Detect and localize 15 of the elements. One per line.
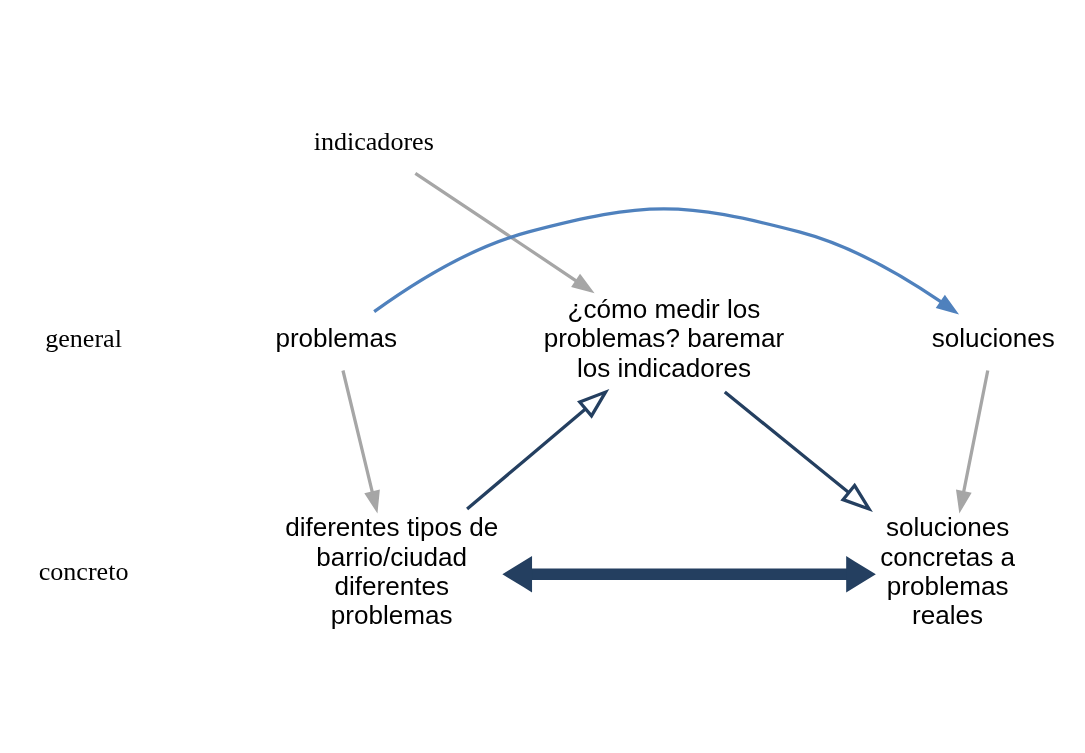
arrow: [373, 206, 960, 314]
node-text: ¿cómo medir los problemas? baremar los indicadores: [543, 293, 785, 383]
arrow: [723, 390, 873, 512]
node-text: soluciones: [931, 322, 1055, 353]
label: concreto: [38, 556, 129, 586]
node-text: diferentes tipos de barrio/ciudad diferentes problemas: [285, 511, 499, 630]
arrow: [341, 369, 380, 514]
node-text: soluciones concretas a problemas reales: [880, 511, 1016, 630]
label: general: [45, 323, 122, 353]
arrow: [955, 369, 990, 514]
node-text: indicadores: [313, 126, 434, 156]
arrow: [414, 171, 595, 293]
arrow: [466, 388, 610, 510]
node-text: problemas: [275, 322, 398, 353]
arrow: [502, 555, 876, 592]
